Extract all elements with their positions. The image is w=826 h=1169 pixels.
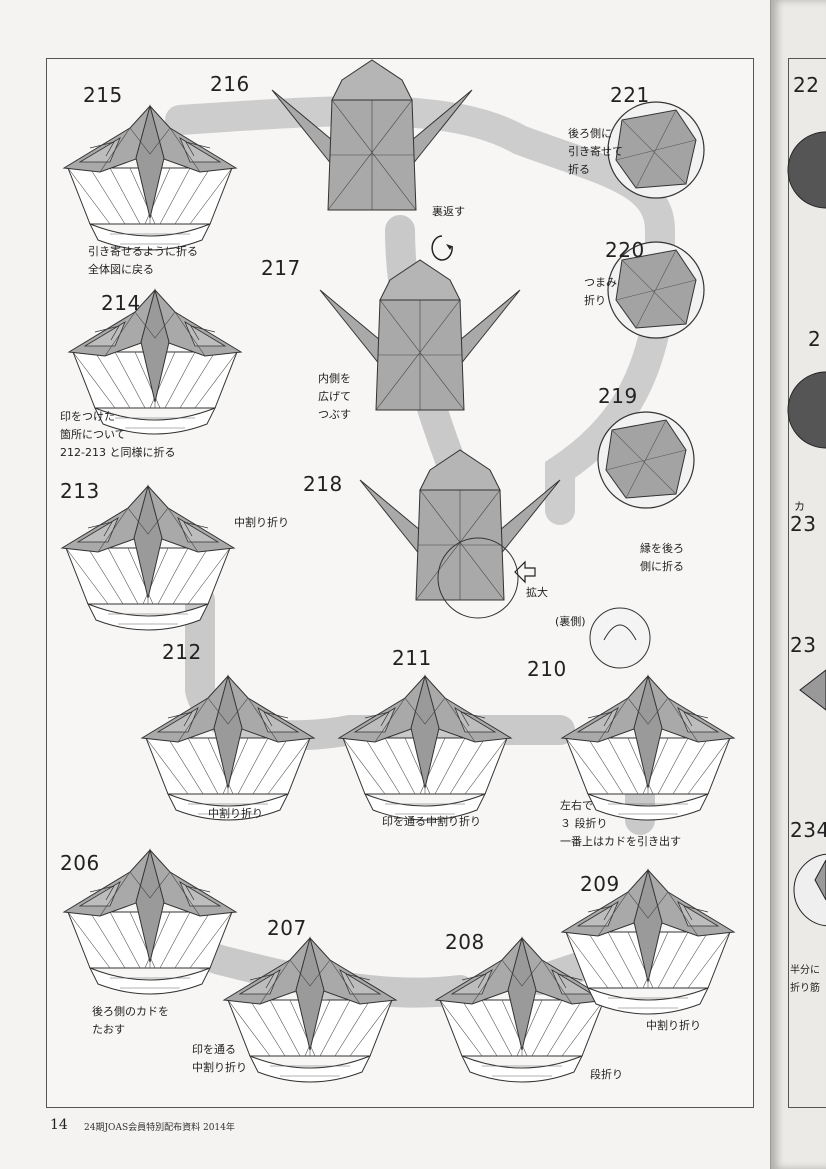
step-number-206: 206 — [60, 851, 100, 875]
right-step-number-3: 23 — [790, 512, 816, 536]
model-212 — [142, 676, 314, 820]
caption-217: 内側を 広げて つぶす — [318, 370, 351, 424]
step-number-214: 214 — [101, 291, 141, 315]
step-number-209: 209 — [580, 872, 620, 896]
caption-215: 引き寄せるように折る 全体図に戻る — [88, 243, 198, 279]
step-number-210: 210 — [527, 657, 567, 681]
caption-208: 段折り — [590, 1066, 623, 1084]
caption-218: 拡大 — [526, 584, 548, 602]
model-216 — [272, 60, 472, 210]
step-number-211: 211 — [392, 646, 432, 670]
step-number-216: 216 — [210, 72, 250, 96]
step-number-219: 219 — [598, 384, 638, 408]
caption-219: 縁を後ろ 側に折る — [640, 540, 684, 576]
step-number-220: 220 — [605, 238, 645, 262]
caption-213: 中割り折り — [234, 514, 289, 532]
model-211 — [339, 676, 511, 820]
caption-216: 裏返す — [432, 203, 465, 221]
caption-207: 印を通る 中割り折り — [192, 1041, 247, 1077]
caption-220: つまみ 折り — [584, 274, 617, 310]
caption-211: 印を通る中割り折り — [382, 813, 481, 831]
caption-214: 印をつけた 箇所について 212-213 と同様に折る — [60, 408, 175, 462]
model-219 — [598, 412, 694, 508]
caption-210: 左右で ３ 段折り 一番上はカドを引き出す — [560, 797, 681, 851]
right-step-number-2: 2 — [808, 327, 821, 351]
step-number-218: 218 — [303, 472, 343, 496]
right-step-number-4: 23 — [790, 633, 816, 657]
caption-221: 後ろ側に 引き寄せて 折る — [568, 125, 623, 179]
step-number-217: 217 — [261, 256, 301, 280]
step-number-215: 215 — [83, 83, 123, 107]
right-step-number-5: 234 — [790, 818, 826, 842]
step-number-212: 212 — [162, 640, 202, 664]
step-number-221: 221 — [610, 83, 650, 107]
caption-209: 中割り折り — [646, 1017, 701, 1035]
right-step-number-1: 22 — [793, 73, 819, 97]
page-number: 14 — [50, 1117, 68, 1133]
caption-212: 中割り折り — [208, 805, 263, 823]
step-number-213: 213 — [60, 479, 100, 503]
step-number-208: 208 — [445, 930, 485, 954]
caption-210-tag: (裏側) — [555, 613, 586, 631]
step-number-207: 207 — [267, 916, 307, 940]
footer-text: 24期JOAS会員特別配布資料 2014年 — [84, 1120, 235, 1133]
model-218 — [360, 450, 560, 600]
caption-206: 後ろ側のカドを たおす — [92, 1003, 169, 1039]
right-caption-2: 半分に 折り筋 — [790, 962, 820, 998]
